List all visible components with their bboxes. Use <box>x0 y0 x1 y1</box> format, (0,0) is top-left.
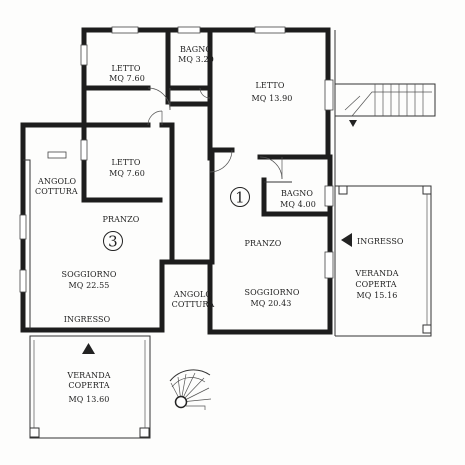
entrance-east-label: INGRESSO <box>357 237 404 246</box>
entrance-east-arrow-icon <box>341 233 352 247</box>
room-name-pranzo-e: PRANZO <box>245 239 282 248</box>
room-area-letto-ne: MQ 13.90 <box>252 94 293 103</box>
room-name-letto-nw: LETTO <box>111 64 140 73</box>
room-area-soggiorno-e: MQ 20.43 <box>251 299 292 308</box>
veranda-east-line2: COPERTA <box>355 280 396 289</box>
unit-marker-1: 1 <box>230 187 250 207</box>
veranda-south-line2: COPERTA <box>68 381 109 390</box>
veranda-south-area: MQ 13.60 <box>69 395 110 404</box>
room-area-letto-w: MQ 7.60 <box>109 169 145 178</box>
veranda-east-line1: VERANDA <box>354 269 398 278</box>
entrance-south-arrow-icon <box>82 343 95 354</box>
room-labels: LETTO MQ 7.60 BAGNO MQ 3.20 LETTO MQ 13.… <box>35 45 399 404</box>
interior-walls <box>81 27 333 265</box>
door-swings <box>147 87 283 180</box>
windows <box>19 26 334 293</box>
spiral-staircase <box>169 369 212 410</box>
external-staircase <box>335 83 436 127</box>
room-area-soggiorno-w: MQ 22.55 <box>69 281 110 290</box>
room-name-bagno-e: BAGNO <box>281 189 313 198</box>
room-name-soggiorno-w: SOGGIORNO <box>61 270 116 279</box>
room-name-letto-w: LETTO <box>111 158 140 167</box>
room-name-pranzo-w: PRANZO <box>103 215 140 224</box>
kitchenette-label-e-line2: COTTURA <box>172 300 215 309</box>
entrance-south: INGRESSO <box>64 315 111 354</box>
room-name-letto-ne: LETTO <box>255 81 284 90</box>
room-area-bagno-e: MQ 4.00 <box>280 200 316 209</box>
stair-direction-arrow <box>349 120 357 127</box>
kitchenette-label-e-line1: ANGOLO <box>173 290 213 299</box>
veranda-south-line1: VERANDA <box>66 371 110 380</box>
veranda-east-outline <box>335 185 432 337</box>
unit-number-3: 3 <box>108 233 118 251</box>
kitchenette-label-w-line2: COTTURA <box>35 187 78 196</box>
room-name-soggiorno-e: SOGGIORNO <box>244 288 299 297</box>
room-area-bagno-n: MQ 3.20 <box>178 55 214 64</box>
veranda-south-outline <box>29 335 151 439</box>
unit-number-1: 1 <box>235 189 245 207</box>
unit-marker-3: 3 <box>103 231 123 251</box>
veranda-east-area: MQ 15.16 <box>357 291 398 300</box>
kitchenette-label-w-line1: ANGOLO <box>37 177 77 186</box>
room-name-bagno-n: BAGNO <box>180 45 212 54</box>
entrance-east: INGRESSO <box>341 233 404 247</box>
room-area-letto-nw: MQ 7.60 <box>109 74 145 83</box>
entrance-south-label: INGRESSO <box>64 315 111 324</box>
